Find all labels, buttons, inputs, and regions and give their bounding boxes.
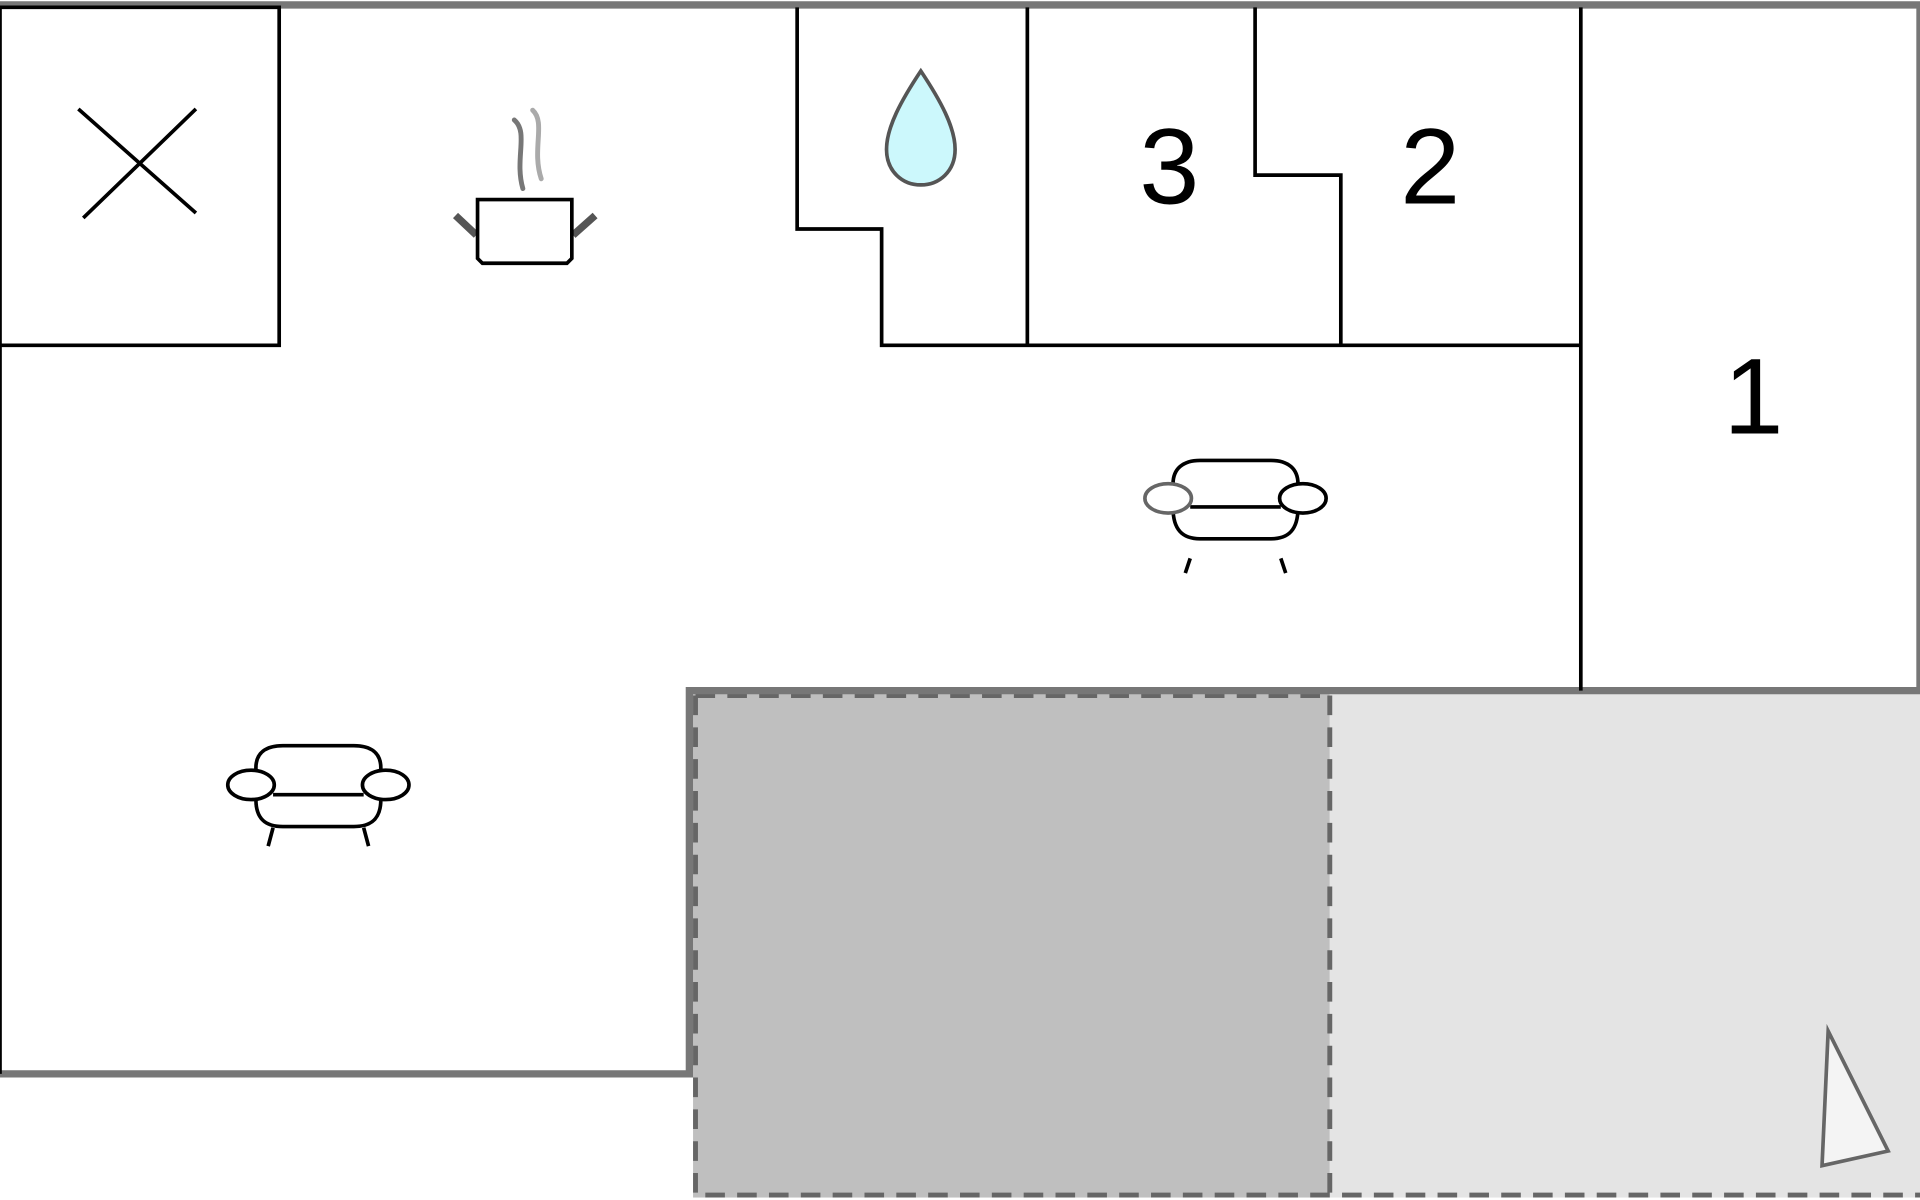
covered-terrace bbox=[693, 693, 1330, 1198]
outer-wall bbox=[0, 1, 1920, 1078]
room-label-2: 2 bbox=[1400, 105, 1460, 226]
sofa-icon bbox=[225, 743, 411, 847]
open-terrace bbox=[1329, 693, 1920, 1198]
sofa-icon bbox=[1143, 458, 1328, 574]
interior-walls bbox=[0, 5, 1583, 1074]
x-mark-icon bbox=[77, 107, 198, 220]
cooking-pot-icon bbox=[452, 107, 598, 266]
room-label-1: 1 bbox=[1724, 335, 1784, 456]
terrace-dashed-border bbox=[693, 693, 1920, 1198]
room-label-3: 3 bbox=[1139, 105, 1199, 226]
water-drop-icon bbox=[884, 67, 957, 187]
compass-arrow-icon bbox=[1820, 1023, 1891, 1169]
